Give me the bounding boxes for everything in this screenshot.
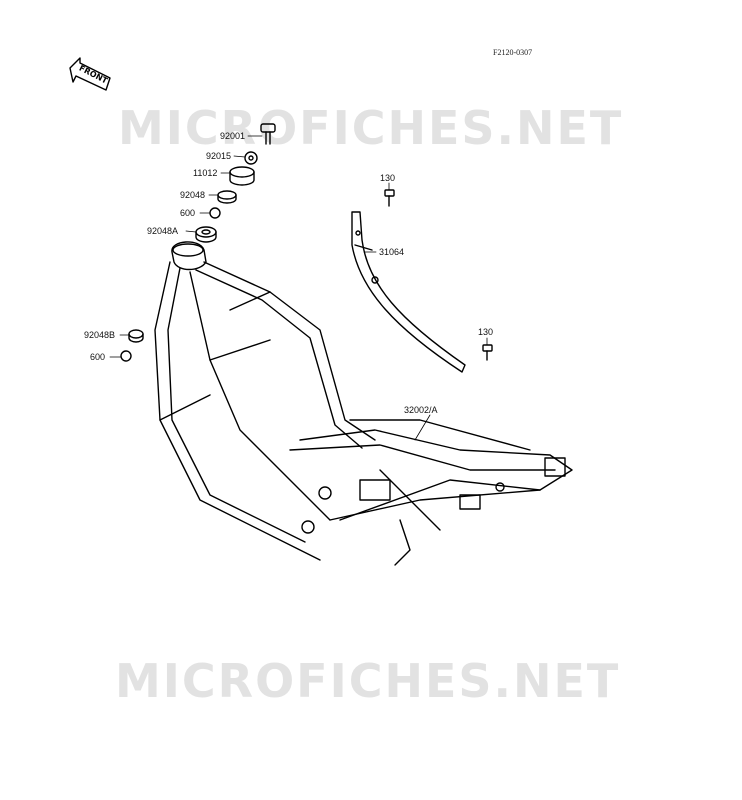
toothed-washer-icon [244,151,258,165]
part-label-31064: 31064 [379,247,405,257]
collar-icon [217,190,237,204]
watermark-top: MICROFICHES.NET [118,101,624,155]
part-label-130-lower: 130 [478,327,494,337]
figure-id: F2120-0307 [493,48,533,57]
rear-subframe [351,211,466,373]
bushing-icon [195,226,217,243]
main-frame [154,241,573,566]
bolt-icon [260,123,276,145]
bolt-130-lower-icon [482,344,493,361]
circlip-lower-icon [120,350,132,362]
part-label-92015: 92015 [206,151,232,161]
watermark-bottom: MICROFICHES.NET [115,654,621,708]
rubber-damper-icon [229,166,255,186]
part-label-92001: 92001 [220,131,246,141]
part-label-11012: 11012 [193,168,218,178]
part-label-600-lower: 600 [90,352,106,362]
part-label-130-top: 130 [380,173,396,183]
part-label-92048a: 92048A [147,226,179,236]
part-label-92048b: 92048B [84,330,116,340]
part-label-32002a: 32002/A [404,405,438,415]
part-label-600-upper: 600 [180,208,196,218]
bushing-b-icon [128,329,144,343]
bolt-130-top-icon [384,189,395,207]
part-label-92048: 92048 [180,190,206,200]
leader-lines [109,135,488,441]
front-arrow-icon [69,57,111,91]
circlip-icon [209,207,221,219]
